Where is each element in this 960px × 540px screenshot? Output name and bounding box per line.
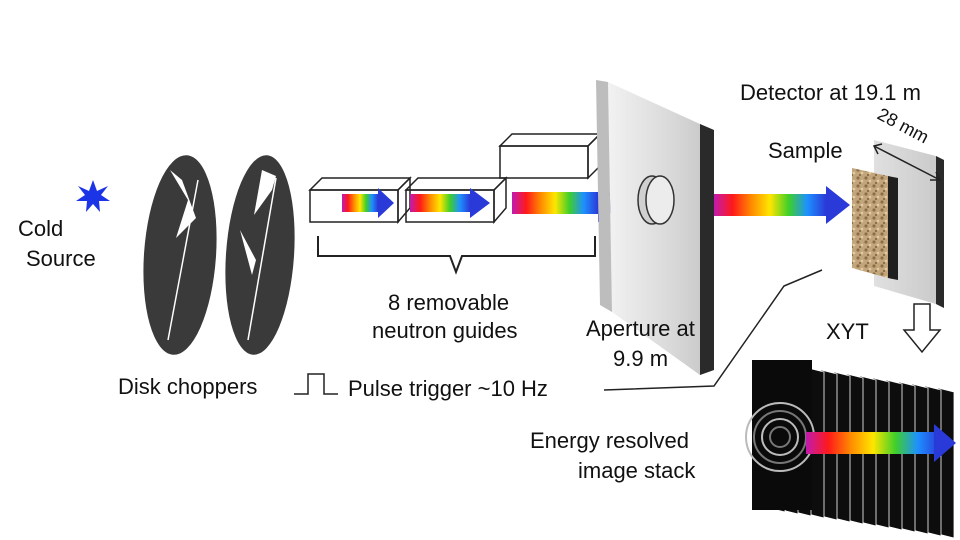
- image-stack-ring: [761, 418, 799, 456]
- sample-label: Sample: [768, 138, 843, 163]
- aperture-pinhole: [637, 175, 675, 225]
- cold-source-star-icon: [76, 180, 110, 212]
- spectrum-arrow-to-sample: [714, 186, 850, 224]
- xyt-down-arrow-icon: [902, 303, 942, 354]
- spectrum-arrow-stack: [806, 424, 956, 462]
- xyt-label: XYT: [826, 319, 869, 344]
- cold-source-label-1: Cold: [18, 216, 63, 241]
- guides-label-2: neutron guides: [372, 318, 518, 343]
- neutron-guide-removed: [498, 132, 602, 180]
- aperture-plate: [596, 80, 714, 375]
- aperture-label-2: 9.9 m: [613, 346, 668, 371]
- detector-width-dimension: [872, 143, 942, 181]
- disk-chopper-1: [143, 155, 217, 355]
- disk-chopper-2: [225, 155, 295, 355]
- trigger-line: [603, 269, 823, 391]
- energy-image-stack: [745, 359, 955, 539]
- image-stack-ring: [769, 426, 791, 448]
- detector-width-label: 28 mm: [874, 104, 932, 147]
- pulse-symbol-icon: [294, 373, 338, 395]
- guides-label-1: 8 removable: [388, 290, 509, 315]
- spectrum-arrow-guide-2: [410, 188, 490, 218]
- cold-source-label-2: Source: [26, 246, 96, 271]
- image-stack-front-frame: [752, 360, 812, 510]
- detector-label: Detector at 19.1 m: [740, 80, 921, 105]
- spectrum-arrow-guide-1: [342, 188, 394, 218]
- stack-label-2: image stack: [578, 458, 696, 483]
- aperture-label-1: Aperture at: [586, 316, 695, 341]
- guides-bracket: [317, 236, 596, 275]
- disk-choppers-label: Disk choppers: [118, 374, 257, 399]
- stack-label-1: Energy resolved: [530, 428, 689, 453]
- sample-block: [852, 168, 898, 280]
- pulse-trigger-label: Pulse trigger ~10 Hz: [348, 376, 548, 401]
